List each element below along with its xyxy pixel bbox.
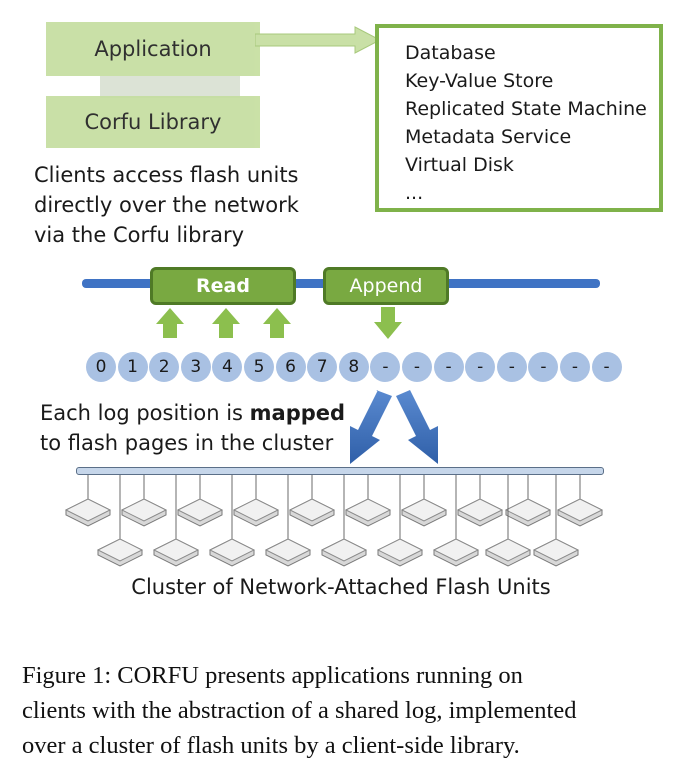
flash-unit-icon — [120, 475, 168, 527]
application-label: Application — [94, 37, 212, 61]
log-position: 1 — [117, 352, 148, 382]
log-position: - — [496, 352, 527, 382]
mapping-arrow-right-icon — [396, 390, 438, 464]
append-label: Append — [349, 275, 423, 297]
mapping-line1-bold: mapped — [249, 401, 346, 425]
read-arrow-up-icon — [156, 308, 184, 338]
log-position: 2 — [149, 352, 180, 382]
client-description-line: directly over the network — [34, 193, 299, 217]
log-position: - — [465, 352, 496, 382]
log-position: 0 — [86, 352, 116, 382]
application-item: Metadata Service — [405, 126, 572, 148]
applications-list-box: Database Key-Value Store Replicated Stat… — [375, 24, 663, 212]
mapping-arrow-left-icon — [350, 390, 392, 464]
caption-line: Figure 1: CORFU presents applications ru… — [22, 662, 523, 689]
flash-unit-icon — [376, 475, 424, 567]
flash-unit-icon — [400, 475, 448, 527]
flash-unit-icon — [64, 475, 112, 527]
log-position: - — [370, 352, 401, 382]
flash-unit-icon — [264, 475, 312, 567]
flash-unit-icon — [532, 475, 580, 567]
corfu-library-box: Corfu Library — [46, 96, 260, 148]
read-arrow-up-icon — [263, 308, 291, 338]
flash-unit-icon — [556, 475, 604, 527]
caption-line: over a cluster of flash units by a clien… — [22, 732, 520, 759]
log-position: 4 — [212, 352, 243, 382]
append-arrow-down-icon — [374, 307, 402, 339]
application-item: Replicated State Machine — [405, 98, 647, 120]
cluster-label: Cluster of Network-Attached Flash Units — [131, 575, 551, 599]
log-position: 7 — [307, 352, 338, 382]
log-position: 5 — [244, 352, 274, 382]
flash-unit-icon — [288, 475, 336, 527]
flash-unit-icon — [152, 475, 200, 567]
application-item: Key-Value Store — [405, 70, 554, 92]
mapping-description: Each log position is mapped to flash pag… — [40, 398, 345, 458]
log-position: 3 — [180, 352, 211, 382]
log-position: 8 — [338, 352, 369, 382]
read-label: Read — [196, 275, 250, 297]
log-position: - — [591, 352, 622, 382]
log-position: 6 — [275, 352, 306, 382]
flash-unit-icon — [456, 475, 504, 527]
flash-unit-icon — [176, 475, 224, 527]
read-arrow-up-icon — [212, 308, 240, 338]
flash-unit-icon — [344, 475, 392, 527]
flash-unit-icon — [484, 475, 532, 567]
flash-unit-icon — [232, 475, 280, 527]
mapping-line1-prefix: Each log position is — [40, 401, 250, 425]
mapping-line2: to flash pages in the cluster — [40, 431, 334, 455]
application-box: Application — [46, 22, 260, 76]
application-item: Database — [405, 42, 496, 64]
log-position: - — [560, 352, 590, 382]
application-item: Virtual Disk — [405, 154, 514, 176]
figure-caption: Figure 1: CORFU presents applications ru… — [22, 658, 672, 763]
application-arrow — [255, 26, 382, 54]
flash-unit-icon — [504, 475, 552, 527]
client-description: Clients access flash units directly over… — [34, 160, 334, 250]
read-operation-box: Read — [150, 267, 296, 305]
caption-line: clients with the abstraction of a shared… — [22, 697, 577, 724]
flash-unit-icon — [320, 475, 368, 567]
flash-unit-icon — [96, 475, 144, 567]
client-description-line: Clients access flash units — [34, 163, 299, 187]
client-stack-connector — [100, 76, 240, 98]
application-item: ... — [405, 182, 424, 204]
corfu-library-label: Corfu Library — [84, 110, 222, 134]
flash-unit-icon — [432, 475, 480, 567]
log-position: - — [402, 352, 432, 382]
append-operation-box: Append — [323, 267, 449, 305]
client-description-line: via the Corfu library — [34, 223, 245, 247]
log-position: - — [528, 352, 559, 382]
log-position: - — [433, 352, 464, 382]
flash-unit-icon — [208, 475, 256, 567]
cluster-network-bus — [76, 467, 604, 475]
